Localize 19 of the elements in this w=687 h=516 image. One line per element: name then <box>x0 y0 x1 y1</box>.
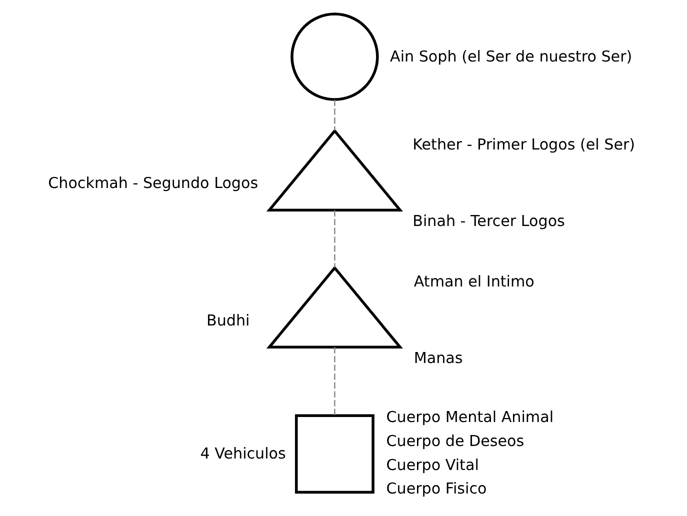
node-label: Atman el Intimo <box>414 272 534 290</box>
node-circle <box>290 12 379 100</box>
connector <box>334 346 336 415</box>
node-label: Budhi <box>206 310 250 329</box>
node-label: Cuerpo Mental Animal <box>386 408 554 426</box>
node-label: Cuerpo Fisico <box>386 479 487 498</box>
node-triangle <box>266 128 403 211</box>
connector <box>334 210 336 268</box>
node-label: Cuerpo Vital <box>386 455 479 474</box>
node-label: 4 Vehiculos <box>200 444 286 462</box>
node-label: Ain Soph (el Ser de nuestro Ser) <box>390 46 632 65</box>
node-label: Kether - Primer Logos (el Ser) <box>412 134 636 153</box>
node-label: Chockmah - Segundo Logos <box>48 174 258 192</box>
node-label: Binah - Tercer Logos <box>412 211 565 230</box>
node-box <box>294 414 374 494</box>
node-label: Cuerpo de Deseos <box>386 431 524 450</box>
node-label: Manas <box>414 348 463 366</box>
connector <box>334 99 336 130</box>
node-triangle <box>266 265 403 348</box>
